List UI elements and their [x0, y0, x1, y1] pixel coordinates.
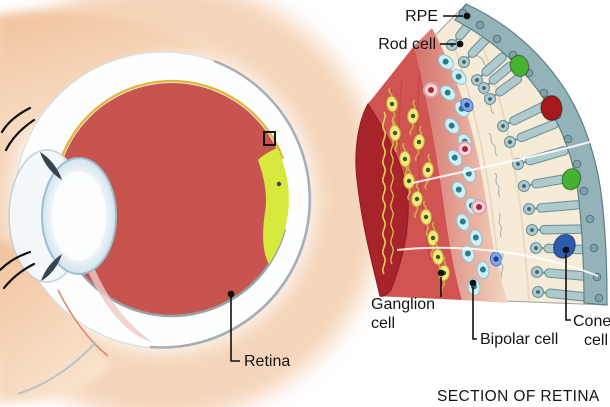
choroid-line-yellow: [59, 79, 285, 160]
cone-cell-label-line1: Cone: [573, 313, 610, 330]
retina-leader-dot: [227, 290, 235, 298]
cone-leader-dot: [562, 246, 570, 254]
cone-cell-label-line2: cell: [584, 332, 608, 349]
blue-cells: [460, 97, 503, 267]
vitreous-interior: [56, 83, 288, 315]
lower-eyelashes: [0, 250, 36, 290]
cone-cell-blue: [552, 233, 576, 259]
lower-eyelid: [0, 239, 112, 403]
section-marker-square: [263, 131, 276, 146]
rpe-callout: RPE: [405, 8, 471, 25]
retina-sliver: [258, 148, 289, 264]
blue-cell: [460, 97, 474, 113]
socket-line: [17, 341, 97, 395]
amacrine-cell: [457, 141, 473, 157]
iris-lower: [41, 254, 62, 281]
amacrine-cell: [423, 82, 439, 98]
sliver-dot: [276, 181, 282, 187]
rod-cell-label: Rod cell: [378, 36, 436, 53]
ganglion-cell-label-line1: Ganglion: [371, 296, 435, 313]
retina-line-gray: [60, 228, 287, 318]
nerve-fibers: [382, 111, 394, 275]
bipolar-leader-dot: [469, 279, 477, 287]
bipolar-layer: [414, 28, 508, 303]
bipolar-cell-label: Bipolar cell: [480, 331, 558, 348]
rod-leader-dot: [456, 40, 464, 48]
ganglion-leader-dot: [437, 269, 445, 277]
sclera-outer-rim: [149, 59, 311, 349]
lid-margin-line: [57, 289, 109, 357]
rpe-layer: [454, 3, 608, 306]
orbital-tissue-halo: [0, 0, 383, 407]
ganglion-callout: Ganglion cell: [371, 269, 445, 332]
retina-label: Retina: [244, 353, 290, 370]
rpe-leader-dot: [463, 12, 471, 20]
retina-leader-line: [230, 297, 240, 362]
blue-cell: [489, 251, 503, 267]
lens-core: [52, 171, 106, 261]
retina-section: RPE Rod cell Ganglion cell Bipolar cell …: [355, 3, 610, 349]
segment-divider-lines: [396, 138, 602, 277]
cone-callout: Cone cell: [562, 246, 610, 349]
section-title: SECTION OF RETINA: [437, 388, 600, 405]
rod-callout: Rod cell: [378, 36, 464, 53]
upper-eyelashes: [0, 106, 36, 152]
iris-upper: [40, 152, 62, 180]
cone-leader-line: [565, 254, 571, 321]
eye-cross-section: Retina: [0, 0, 383, 407]
bipolar-leader-line: [472, 287, 477, 340]
rod-cell: [525, 222, 586, 237]
rpe-label: RPE: [405, 8, 438, 25]
amacrine-cell: [471, 199, 487, 215]
bipolar-callout: Bipolar cell: [469, 279, 558, 348]
ganglion-cell-label-line2: cell: [371, 315, 395, 332]
amacrine-cells: [423, 82, 487, 215]
